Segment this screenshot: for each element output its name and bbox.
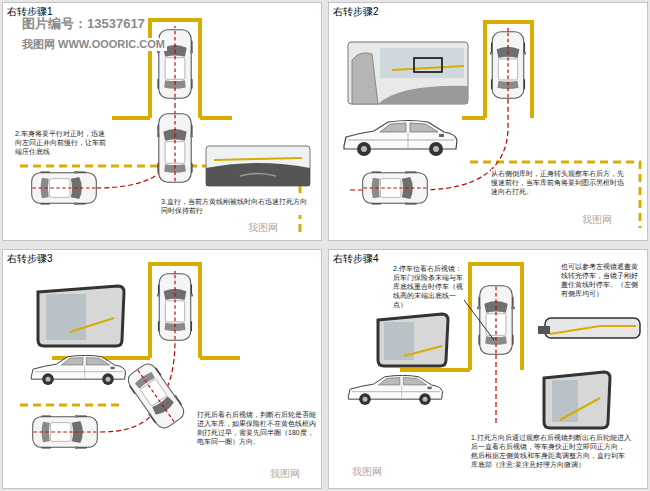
step-panel: 右转步骤2 从右侧倒库时，正身转头观察车右后方，先慢速前行，当车库前角将要到图示黑… [328,2,648,241]
step-instruction: 2.停车位看右后视镜：后车门保险条末端与车库底线重合时停车（视线高的末端出底线一… [393,264,463,309]
step-instruction: 从右侧倒库时，正身转头观察车右后方，先慢速前行，当车库前角将要到图示黑框时迅速向… [491,169,626,196]
step-instruction: 3.直行，当前方黄线刚被线时向右迅速打死方向同时保持前行 [161,197,311,215]
watermark: 我图网 [246,222,280,234]
step-instruction: 也可以参考左视镜遮盖黄线转完停车，当镜子刚好盖住黄线时停车。（左侧有侧库均可） [561,262,643,298]
watermark: 我图网 WWW.OOORIC.COM [20,38,167,51]
step-panel: 右转步骤42.停车位看右后视镜：后车门保险条末端与车库底线重合时停车（视线高的末… [328,249,648,489]
watermark: 我图网 [268,468,302,480]
step-title: 右转步骤3 [7,252,87,265]
step-instruction: 打死后看右后视镜，判断右后轮是否能进入车库，如果保险杠不在黄色线框内则打死过早，… [197,410,317,446]
watermark: 图片编号：13537617 [20,16,147,32]
watermark: 我图网 [580,214,614,226]
step-instruction: 1.打死方向后通过观察右后视镜判断出右后轮能进入后一直看右后视镜，等车身快正时立… [471,433,631,469]
watermark: 我图网 [350,466,384,478]
step-title: 右转步骤2 [333,5,413,18]
step-instruction: 2.车身将要平行对正时，迅速向左回正并向前慢行，让车前端压住底线 [15,129,111,156]
step-panel: 右转步骤3 打死后看右后视镜，判断右后轮是否能进入车库，如果保险杠不在黄色线框内则… [2,249,322,489]
